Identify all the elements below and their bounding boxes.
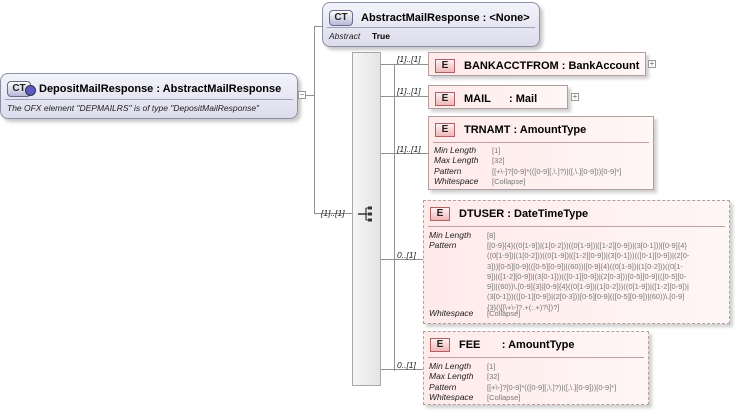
element-title: FEE : AmountType <box>459 339 575 351</box>
expand-mail-toggle[interactable]: + <box>571 92 579 101</box>
prop-value: [Collapse] <box>487 393 521 402</box>
element-title: DTUSER : DateTimeType <box>459 208 589 220</box>
element-bankacctfrom[interactable]: E BANKACCTFROM : BankAccount <box>428 52 646 76</box>
branch-line-bankacctfrom <box>381 64 428 65</box>
element-icon: E <box>435 59 455 73</box>
branch-line-mail <box>381 96 428 97</box>
prop-label: Min Length <box>429 361 472 371</box>
element-fee[interactable]: E FEE : AmountType Min Length [1] Max Le… <box>423 331 649 405</box>
prop-value: [Collapse] <box>492 177 526 186</box>
root-title: DepositMailResponse : AbstractMailRespon… <box>39 83 282 95</box>
base-complex-type[interactable]: CT AbstractMailResponse : <None> Abstrac… <box>322 2 540 47</box>
expand-bankacctfrom-toggle[interactable]: + <box>648 59 656 68</box>
sequence-branch-vertical <box>394 64 395 371</box>
prop-label: Min Length <box>429 230 472 240</box>
prop-label: Pattern <box>429 382 457 392</box>
root-description: The OFX element "DEPMAILRS" is of type "… <box>7 103 260 113</box>
base-title: AbstractMailResponse : <None> <box>361 12 530 24</box>
sequence-compositor[interactable] <box>352 52 381 386</box>
prop-label: Whitespace <box>434 176 479 186</box>
branch-line-trnamt <box>381 153 428 154</box>
prop-value: [[+\-]?[0-9]*(([0-9][,\.]?)|([,\.][0-9])… <box>487 383 617 392</box>
prop-value: [32] <box>487 372 500 381</box>
element-header: E TRNAMT : AmountType <box>435 122 586 138</box>
element-icon: E <box>430 338 450 352</box>
branch-line-dtuser <box>381 259 423 260</box>
prop-label: Whitespace <box>429 392 474 402</box>
complex-type-icon: CT <box>7 81 36 97</box>
root-complex-type[interactable]: CT DepositMailResponse : AbstractMailRes… <box>0 73 298 119</box>
prop-value: [8] <box>487 231 496 240</box>
trunk-vertical-line <box>314 26 315 213</box>
element-divider <box>433 142 649 143</box>
prop-label: Pattern <box>429 240 457 250</box>
branch-line-fee <box>381 369 423 370</box>
cardinality-trnamt: [1]..[1] <box>397 144 421 154</box>
element-icon: E <box>435 92 455 106</box>
element-title: BANKACCTFROM : BankAccount <box>464 60 640 72</box>
root-collapse-toggle[interactable]: − <box>298 90 306 99</box>
trunk-to-sequence-line <box>314 213 352 214</box>
prop-value: [[0-9]{4}((0[1-9])|(1[0-2]))((0[1-9])|([… <box>487 241 690 312</box>
prop-label: Whitespace <box>429 308 474 318</box>
element-header: E FEE : AmountType <box>430 337 575 353</box>
sequence-icon <box>358 206 372 222</box>
prop-value: [1] <box>487 362 496 371</box>
prop-label: Max Length <box>429 371 474 381</box>
element-mail[interactable]: E MAIL : Mail <box>428 85 568 109</box>
base-abstract-label: Abstract <box>329 31 361 41</box>
prop-value: [[+\-]?[0-9]*(([0-9][,\.]?)|([,\.][0-9])… <box>492 167 622 176</box>
cardinality-bankacctfrom: [1]..[1] <box>397 54 421 64</box>
sequence-cardinality: [1]..[1] <box>321 208 345 218</box>
base-header: CT AbstractMailResponse : <None> <box>329 9 530 27</box>
element-title: TRNAMT : AmountType <box>464 124 587 136</box>
element-divider <box>428 226 725 227</box>
root-header: CT DepositMailResponse : AbstractMailRes… <box>7 80 281 98</box>
element-header: E DTUSER : DateTimeType <box>430 206 588 222</box>
base-divider <box>327 27 535 28</box>
element-icon: E <box>435 123 455 137</box>
base-abstract-value: True <box>372 31 390 41</box>
element-trnamt[interactable]: E TRNAMT : AmountType Min Length [1] Max… <box>428 116 654 190</box>
root-to-trunk-line <box>306 95 314 96</box>
element-dtuser[interactable]: E DTUSER : DateTimeType Min Length [8] P… <box>423 200 730 324</box>
complex-type-icon: CT <box>329 10 353 26</box>
cardinality-mail: [1]..[1] <box>397 86 421 96</box>
prop-label: Max Length <box>434 155 479 165</box>
prop-value: [1] <box>492 146 501 155</box>
cardinality-dtuser: 0..[1] <box>397 250 416 260</box>
root-divider <box>5 99 293 100</box>
prop-label: Pattern <box>434 166 462 176</box>
prop-value: [Collapse] <box>487 309 521 318</box>
element-header: E BANKACCTFROM : BankAccount <box>435 58 639 74</box>
trunk-to-base-line <box>314 26 322 27</box>
prop-label: Min Length <box>434 145 477 155</box>
element-header: E MAIL : Mail <box>435 91 537 107</box>
cardinality-fee: 0..[1] <box>397 360 416 370</box>
element-title: MAIL : Mail <box>464 93 538 105</box>
element-icon: E <box>430 207 450 221</box>
element-divider <box>428 357 644 358</box>
prop-value: [32] <box>492 156 505 165</box>
